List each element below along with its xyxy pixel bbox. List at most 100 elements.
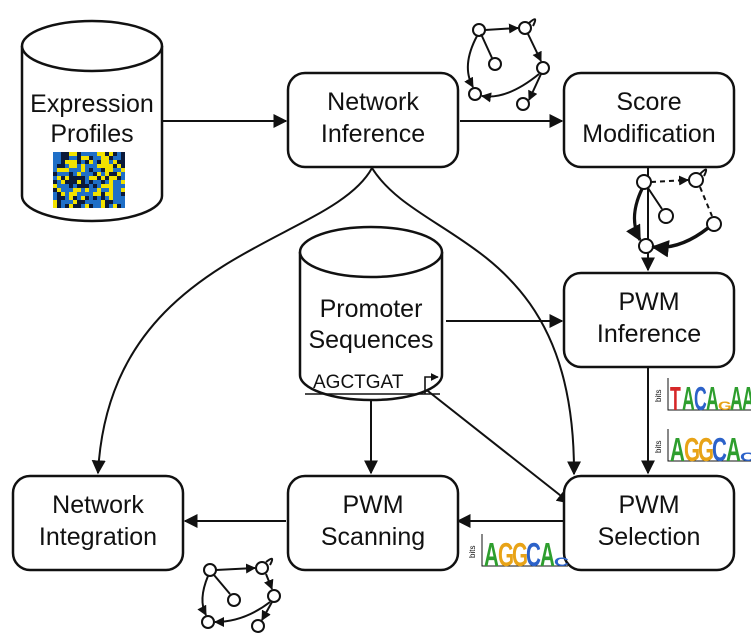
heatmap-cell: [121, 156, 125, 160]
heatmap-cell: [117, 196, 121, 200]
heatmap-cell: [77, 168, 81, 172]
heatmap-cell: [121, 192, 125, 196]
heatmap-cell: [109, 164, 113, 168]
heatmap-cell: [65, 200, 69, 204]
heatmap-cell: [53, 152, 57, 156]
heatmap-cell: [65, 184, 69, 188]
heatmap-cell: [101, 156, 105, 160]
heatmap-cell: [97, 164, 101, 168]
box-outline: [562, 271, 736, 369]
heatmap-cell: [73, 164, 77, 168]
score-modification-box[interactable]: Score Modification: [562, 71, 736, 169]
heatmap-cell: [101, 196, 105, 200]
heatmap-cell: [109, 192, 113, 196]
heatmap-cell: [61, 180, 65, 184]
heatmap-cell: [73, 156, 77, 160]
heatmap-cell: [53, 172, 57, 176]
heatmap-cell: [69, 164, 73, 168]
heatmap-cell: [77, 156, 81, 160]
logo-letter: A: [742, 380, 751, 418]
heatmap-cell: [77, 160, 81, 164]
graph-node: [658, 208, 674, 224]
logo-bits-label: bits: [468, 546, 477, 558]
heatmap-cell: [77, 176, 81, 180]
heatmap-cell: [73, 188, 77, 192]
heatmap-cell: [89, 156, 93, 160]
heatmap-cell: [97, 188, 101, 192]
heatmap-cell: [85, 160, 89, 164]
logo-bits-label: bits: [654, 390, 663, 402]
heatmap-cell: [57, 204, 61, 208]
heatmap-cell: [69, 204, 73, 208]
heatmap-cell: [101, 172, 105, 176]
promoter-sequence-text: AGCTGAT: [313, 372, 404, 393]
heatmap-cell: [85, 184, 89, 188]
heatmap-cell: [73, 160, 77, 164]
heatmap-cell: [53, 168, 57, 172]
heatmap-cell: [113, 152, 117, 156]
pwm-scanning-box[interactable]: PWM Scanning: [286, 474, 460, 572]
logo-bits-label: bits: [654, 441, 663, 453]
heatmap-cell: [113, 160, 117, 164]
heatmap-cell: [89, 196, 93, 200]
heatmap-cell: [77, 204, 81, 208]
heatmap-cell: [97, 200, 101, 204]
heatmap-cell: [81, 184, 85, 188]
edge-network-inference-to-network-integration: [91, 167, 373, 475]
heatmap-cell: [109, 156, 113, 160]
heatmap-cell: [105, 168, 109, 172]
heatmap-cell: [113, 156, 117, 160]
logo-letter: G: [698, 431, 714, 468]
heatmap-cell: [81, 176, 85, 180]
heatmap-cell: [73, 204, 77, 208]
heatmap-cell: [101, 204, 105, 208]
heatmap-cell: [93, 156, 97, 160]
heatmap-cell: [89, 192, 93, 196]
heatmap-cell: [97, 168, 101, 172]
heatmap-cell: [105, 172, 109, 176]
pwm-inference-box[interactable]: PWM Inference: [562, 271, 736, 369]
pwm-selection-box[interactable]: PWM Selection: [562, 474, 736, 572]
heatmap-cell: [117, 172, 121, 176]
heatmap-cell: [57, 156, 61, 160]
heatmap-cell: [53, 200, 57, 204]
heatmap-cell: [113, 200, 117, 204]
heatmap-cell: [113, 164, 117, 168]
logo-letter: C: [554, 555, 569, 568]
edge-network-inference-to-pwm-selection: [371, 167, 582, 476]
heatmap-cell: [81, 200, 85, 204]
heatmap-cell: [121, 172, 125, 176]
heatmap-cell: [65, 196, 69, 200]
pwm-selection-label-line1: PWM: [618, 491, 679, 519]
network-integration-label-line2: Integration: [39, 523, 157, 551]
heatmap-cell: [121, 180, 125, 184]
heatmap-cell: [93, 176, 97, 180]
heatmap-cell: [89, 172, 93, 176]
heatmap-cell: [81, 188, 85, 192]
expression-profiles-database[interactable]: Expression Profiles: [20, 19, 164, 223]
pwm-inference-label-line1: PWM: [618, 288, 679, 316]
heatmap-cell: [77, 200, 81, 204]
promoter-sequences-label-line2: Sequences: [308, 326, 433, 354]
heatmap-cell: [101, 176, 105, 180]
network-integration-box[interactable]: Network Integration: [11, 474, 185, 572]
heatmap-cell: [53, 192, 57, 196]
heatmap-cell: [85, 192, 89, 196]
expression-heatmap-image: [53, 152, 125, 208]
heatmap-cell: [89, 152, 93, 156]
heatmap-cell: [97, 176, 101, 180]
heatmap-cell: [121, 168, 125, 172]
heatmap-cell: [117, 192, 121, 196]
network-inference-label-line1: Network: [327, 88, 419, 116]
network-inference-box[interactable]: Network Inference: [286, 71, 460, 169]
promoter-sequences-database[interactable]: Promoter Sequences AGCTGAT: [298, 225, 444, 402]
heatmap-cell: [121, 200, 125, 204]
heatmap-cell: [57, 180, 61, 184]
logo-letter: T: [670, 380, 681, 418]
heatmap-cell: [73, 184, 77, 188]
graph-node: [203, 563, 217, 577]
graph-node: [472, 23, 486, 37]
heatmap-cell: [69, 192, 73, 196]
